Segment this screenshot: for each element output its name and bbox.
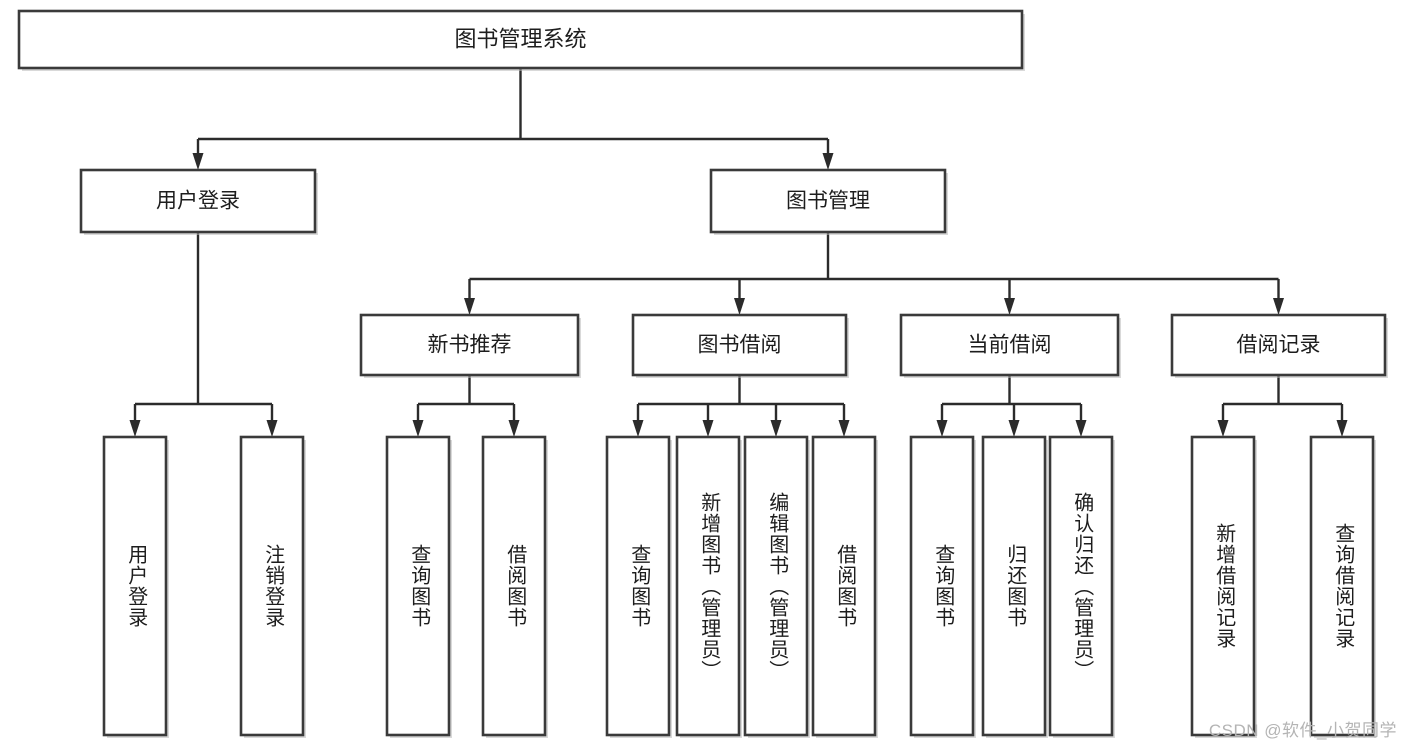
arrow-head-icon <box>508 420 520 437</box>
node-box-level3-图书借阅-1[interactable] <box>631 313 848 377</box>
node-box-leaf-新增借阅记录-11[interactable] <box>1190 435 1256 737</box>
arrow-head-icon <box>822 153 834 170</box>
boxes-layer <box>17 9 1388 738</box>
node-label-图书借阅-1: 图书借阅 <box>698 334 782 357</box>
arrow-head-icon <box>1336 420 1348 437</box>
node-box-level3-借阅记录-3[interactable] <box>1170 313 1387 377</box>
arrow-head-icon <box>632 420 644 437</box>
arrow-head-icon <box>1217 420 1229 437</box>
node-label-当前借阅-2: 当前借阅 <box>968 334 1052 357</box>
node-box-leaf-编辑图书管理员-6[interactable] <box>743 435 809 737</box>
node-box-leaf-确认归还管理员-10[interactable] <box>1048 435 1114 737</box>
node-box-leaf-新增图书管理员-5[interactable] <box>675 435 741 737</box>
arrow-head-icon <box>702 420 714 437</box>
node-box-leaf-查询图书-8[interactable] <box>909 435 975 737</box>
node-box-leaf-查询借阅记录-12[interactable] <box>1309 435 1375 737</box>
node-box-leaf-借阅图书-3[interactable] <box>481 435 547 737</box>
node-box-level2-用户登录-0[interactable] <box>79 168 317 234</box>
node-box-level3-新书推荐-0[interactable] <box>359 313 580 377</box>
node-box-leaf-借阅图书-7[interactable] <box>811 435 877 737</box>
node-box-leaf-注销登录-1[interactable] <box>239 435 305 737</box>
node-label-借阅记录-3: 借阅记录 <box>1237 334 1321 357</box>
arrow-head-icon <box>1075 420 1087 437</box>
node-box-leaf-查询图书-4[interactable] <box>605 435 671 737</box>
arrow-head-icon <box>192 153 204 170</box>
node-label-新书推荐-0: 新书推荐 <box>428 334 512 357</box>
node-label-图书管理-1: 图书管理 <box>786 190 870 213</box>
arrow-head-icon <box>770 420 782 437</box>
connectors-layer <box>129 68 1348 437</box>
arrow-head-icon <box>936 420 948 437</box>
node-box-level2-图书管理-1[interactable] <box>709 168 947 234</box>
arrow-head-icon <box>129 420 141 437</box>
arrow-head-icon <box>1004 298 1015 315</box>
arrow-head-icon <box>266 420 278 437</box>
node-box-level3-当前借阅-2[interactable] <box>899 313 1120 377</box>
node-box-leaf-归还图书-9[interactable] <box>981 435 1047 737</box>
node-label-图书管理系统-0: 图书管理系统 <box>454 26 586 51</box>
arrow-head-icon <box>464 298 475 315</box>
node-box-leaf-查询图书-2[interactable] <box>385 435 451 737</box>
node-label-用户登录-0: 用户登录 <box>156 190 240 213</box>
node-box-root-图书管理系统-0[interactable] <box>17 9 1024 70</box>
arrow-head-icon <box>734 298 745 315</box>
arrow-head-icon <box>838 420 850 437</box>
arrow-head-icon <box>1008 420 1020 437</box>
node-box-leaf-用户登录-0[interactable] <box>102 435 168 737</box>
arrow-head-icon <box>1273 298 1284 315</box>
arrow-head-icon <box>412 420 424 437</box>
